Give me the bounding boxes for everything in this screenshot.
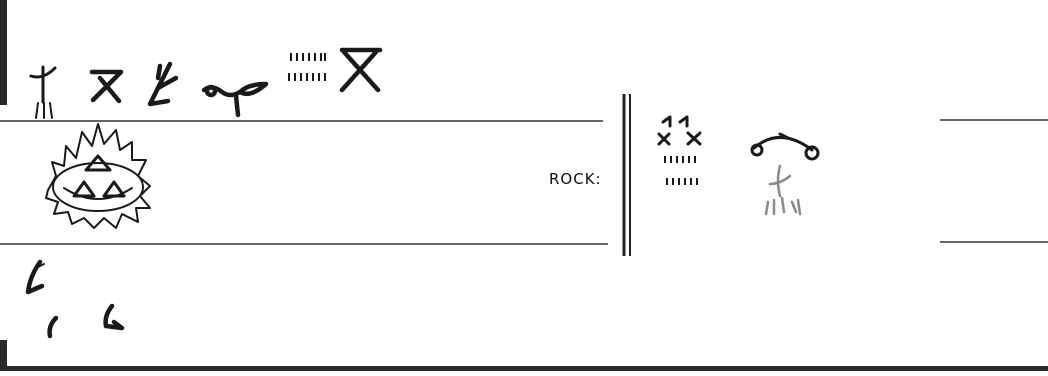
plant-glyph (29, 65, 57, 119)
plant-faint-glyph (764, 164, 802, 216)
claw-glyph (147, 61, 179, 107)
figure-glyph (750, 132, 820, 161)
bottom-hook-glyph (47, 315, 59, 339)
left-frame-edge-top (0, 0, 7, 105)
bottom-claw-glyph (25, 259, 45, 295)
seed-glyph (201, 81, 269, 118)
rock-label: ROCK: (549, 170, 602, 188)
band-lines (0, 119, 1048, 245)
left-frame-edge-bottom (0, 340, 7, 371)
tally-cluster-glyph (657, 115, 702, 185)
vertical-divider (622, 94, 631, 256)
hourglass-glyph (89, 69, 124, 104)
sun-glyph (45, 123, 151, 229)
cross-glyph (339, 47, 383, 93)
bottom-frame-edge (0, 366, 1048, 371)
bottom-double-hook-glyph (103, 303, 125, 331)
tally-glyph (288, 53, 326, 81)
bottom-left-glyphs (25, 259, 125, 339)
